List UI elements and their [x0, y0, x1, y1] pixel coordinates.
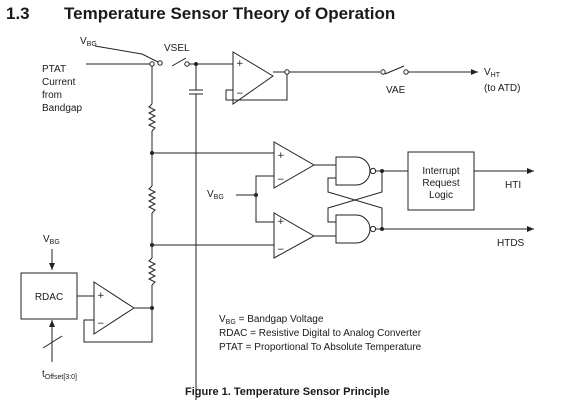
rdac-buffer-opamp — [93, 281, 135, 335]
svg-text:+: + — [277, 217, 285, 227]
svg-text:−: − — [236, 89, 244, 99]
nand-gate-bottom — [335, 214, 371, 244]
buffer-feedback — [225, 74, 288, 101]
vbg-top-wire — [94, 45, 161, 64]
buffer-output-node — [284, 69, 290, 75]
svg-text:Current: Current — [42, 77, 76, 88]
vae-switch[interactable] — [384, 65, 405, 75]
svg-text:−: − — [277, 245, 285, 255]
vae-terminal-a — [380, 69, 386, 75]
vae-label: VAE — [386, 85, 406, 96]
legend-rdac: RDAC = Resistive Digital to Analog Conve… — [219, 328, 422, 339]
svg-text:Bandgap: Bandgap — [42, 103, 82, 114]
svg-text:−: − — [277, 175, 285, 185]
toffset-label: tOffset[3:0] — [42, 369, 77, 381]
latch-bottom-node — [380, 227, 384, 231]
nand-bottom-bubble — [369, 225, 377, 233]
vht-label: VHT — [484, 67, 501, 79]
comparator-low — [273, 212, 316, 259]
htds-label: HTDS — [497, 238, 525, 249]
interrupt-request-logic-box — [407, 151, 475, 211]
vbg-ref-node — [254, 193, 258, 197]
section-number: 1.3 — [6, 4, 30, 23]
svg-text:PTAT: PTAT — [42, 64, 66, 75]
vsel-label: VSEL — [164, 43, 190, 54]
svg-text:+: + — [97, 291, 105, 301]
toffset-bus-slash — [42, 335, 63, 349]
nand-gate-top — [335, 156, 371, 186]
vbg-ref-wire — [255, 175, 274, 223]
vsel-switch[interactable] — [171, 57, 187, 67]
vsel-terminal-a — [157, 60, 163, 66]
comparator-high — [273, 141, 316, 189]
interrupt-line-1: Interrupt — [422, 166, 459, 177]
svg-text:from: from — [42, 90, 62, 101]
svg-text:+: + — [236, 59, 244, 69]
interrupt-line-2: Request — [422, 178, 459, 189]
figure-caption: Figure 1. Temperature Sensor Principle — [185, 386, 390, 398]
svg-text:+: + — [277, 151, 285, 161]
resistor-2 — [147, 185, 157, 214]
vae-terminal-b — [403, 69, 409, 75]
ptat-label: PTAT Current from Bandgap — [42, 64, 82, 114]
rdac-box — [20, 272, 78, 320]
vbg-left-label: VBG — [43, 234, 60, 246]
resistor-1 — [147, 103, 157, 132]
section-title: Temperature Sensor Theory of Operation — [64, 4, 395, 23]
resistor-3 — [147, 257, 157, 286]
nand-top-bubble — [369, 167, 377, 175]
vsel-terminal-out — [184, 61, 190, 67]
hti-label: HTI — [505, 180, 521, 191]
vsel-terminal-b — [149, 61, 155, 67]
rdac-label: RDAC — [35, 292, 63, 303]
latch-top-node — [380, 169, 384, 173]
svg-text:−: − — [97, 319, 105, 329]
vht-note: (to ATD) — [484, 83, 520, 94]
buffer-opamp — [232, 51, 274, 105]
interrupt-line-3: Logic — [429, 190, 453, 201]
legend-ptat: PTAT = Proportional To Absolute Temperat… — [219, 342, 422, 353]
rdac-buffer-feedback — [83, 308, 153, 343]
legend-vbg: VBG = Bandgap Voltage — [219, 314, 324, 326]
vbg-mid-label: VBG — [207, 189, 224, 201]
vbg-top-label: VBG — [80, 36, 97, 48]
